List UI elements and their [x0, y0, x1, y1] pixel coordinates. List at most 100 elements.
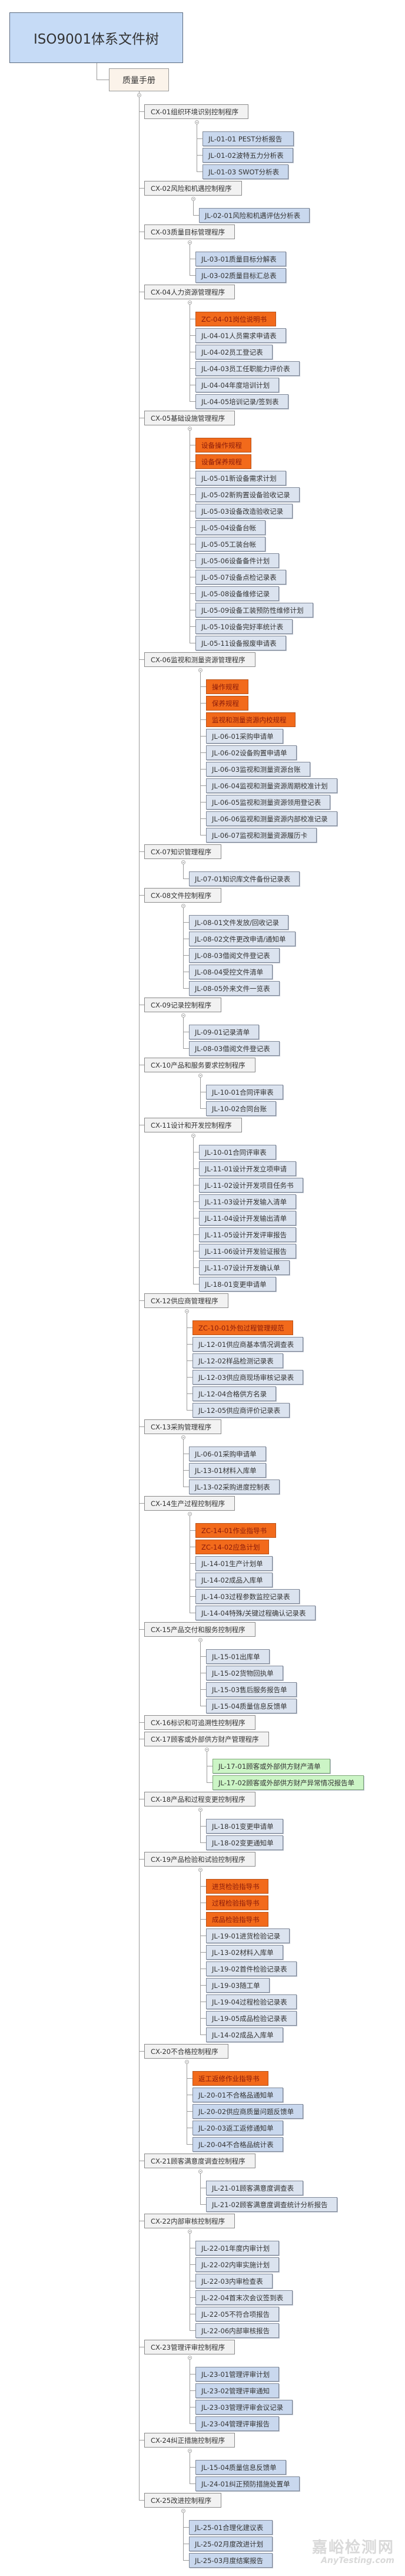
record-node[interactable]: JL-05-10设备完好率统计表: [195, 619, 293, 634]
record-node[interactable]: JL-22-01年度内审计划: [195, 2241, 279, 2255]
record-node[interactable]: JL-05-02新购置设备验收记录: [195, 487, 300, 502]
record-node[interactable]: JL-14-04特殊/关键过程确认记录表: [195, 1606, 316, 1620]
record-node[interactable]: JL-14-01生产计划单: [195, 1556, 273, 1571]
collapse-toggle-icon[interactable]: [188, 427, 192, 431]
record-node[interactable]: JL-10-01合同评审表: [199, 1145, 276, 1160]
record-node[interactable]: JL-13-01材料入库单: [189, 1463, 266, 1478]
record-node[interactable]: JL-04-03员工任职能力评价表: [195, 361, 300, 376]
record-node[interactable]: JL-12-05供应商评价记录表: [192, 1403, 290, 1418]
standard-doc-node[interactable]: 成品检验指导书: [206, 1912, 268, 1927]
collapse-toggle-icon[interactable]: [188, 300, 192, 305]
record-node[interactable]: JL-22-04首末次会议签到表: [195, 2290, 293, 2305]
procedure-node[interactable]: CX-12供应商管理程序: [144, 1293, 228, 1308]
root-node[interactable]: ISO9001体系文件树: [9, 12, 183, 63]
collapse-toggle-icon[interactable]: [198, 2169, 203, 2174]
record-node[interactable]: JL-20-01不合格品通知单: [192, 2088, 283, 2102]
procedure-node[interactable]: CX-05基础设施管理程序: [144, 411, 235, 425]
record-node[interactable]: JL-11-06设计开发验证报告: [199, 1244, 296, 1259]
record-node[interactable]: JL-05-11设备报废申请表: [195, 636, 286, 650]
record-node[interactable]: JL-22-02内审实施计划: [195, 2257, 279, 2272]
record-node[interactable]: JL-04-05培训记录/签到表: [195, 394, 288, 409]
record-node[interactable]: JL-06-07监视和测量资源履历卡: [206, 828, 317, 843]
record-node[interactable]: JL-25-02月度改进计划: [189, 2537, 273, 2551]
standard-doc-node[interactable]: 保养规程: [206, 696, 248, 711]
record-node[interactable]: JL-05-01新设备需求计划: [195, 471, 286, 486]
record-node[interactable]: JL-11-02设计开发项目任务书: [199, 1178, 303, 1193]
collapse-toggle-icon[interactable]: [185, 1309, 189, 1313]
record-node[interactable]: JL-12-02样品检测记录表: [192, 1353, 283, 1368]
record-node[interactable]: JL-20-02供应商质量问题反馈单: [192, 2104, 303, 2119]
procedure-node[interactable]: CX-03质量目标管理程序: [144, 224, 235, 239]
record-node[interactable]: JL-04-04年度培训计划: [195, 378, 279, 392]
collapse-toggle-icon[interactable]: [188, 2230, 192, 2234]
collapse-toggle-icon[interactable]: [185, 2060, 189, 2064]
record-node[interactable]: JL-17-01顾客或外部供方财产清单: [213, 1759, 330, 1774]
record-node[interactable]: JL-22-05不符合项报告: [195, 2307, 279, 2321]
record-node[interactable]: JL-06-03监视和测量资源台账: [206, 762, 310, 777]
procedure-node[interactable]: CX-07知识管理程序: [144, 844, 221, 859]
procedure-node[interactable]: CX-13采购管理程序: [144, 1419, 221, 1434]
record-node[interactable]: JL-18-02变更通知单: [206, 1835, 283, 1850]
record-node[interactable]: JL-05-03设备改造验收记录: [195, 504, 293, 518]
standard-doc-node[interactable]: ZC-14-02应急计划: [195, 1540, 269, 1554]
collapse-toggle-icon[interactable]: [181, 860, 185, 864]
standard-doc-node[interactable]: 返工返修作业指导书: [192, 2071, 268, 2086]
record-node[interactable]: JL-17-02顾客或外部供方财产异常情况报告单: [213, 1775, 364, 1790]
record-node[interactable]: JL-11-03设计开发输入清单: [199, 1194, 296, 1209]
record-node[interactable]: JL-14-02成品入库单: [195, 1573, 273, 1587]
record-node[interactable]: JL-06-02设备购置申请单: [206, 745, 297, 760]
record-node[interactable]: JL-23-02管理评审通知: [195, 2383, 279, 2398]
procedure-node[interactable]: CX-14生产过程控制程序: [144, 1496, 235, 1511]
record-node[interactable]: JL-10-01合同评审表: [206, 1085, 283, 1099]
procedure-node[interactable]: CX-15产品交付和服务控制程序: [144, 1622, 255, 1637]
record-node[interactable]: JL-23-04管理评审报告: [195, 2416, 279, 2431]
record-node[interactable]: JL-11-05设计开发评审报告: [199, 1227, 296, 1242]
record-node[interactable]: JL-20-04不合格品统计表: [192, 2137, 283, 2152]
procedure-node[interactable]: CX-25改进控制程序: [144, 2493, 221, 2508]
record-node[interactable]: JL-09-01记录清单: [189, 1025, 259, 1039]
record-node[interactable]: JL-22-03内审检查表: [195, 2274, 273, 2288]
collapse-toggle-icon[interactable]: [198, 1638, 203, 1642]
record-node[interactable]: JL-01-01 PEST分析报告: [203, 131, 294, 146]
standard-doc-node[interactable]: 过程检验指导书: [206, 1895, 268, 1910]
record-node[interactable]: JL-23-03管理评审会议记录: [195, 2400, 293, 2415]
procedure-node[interactable]: CX-02风险和机遇控制程序: [144, 181, 242, 196]
procedure-node[interactable]: CX-08文件控制程序: [144, 888, 221, 903]
record-node[interactable]: JL-14-03过程参数监控记录表: [195, 1589, 300, 1604]
record-node[interactable]: JL-05-07设备点检记录表: [195, 570, 286, 584]
record-node[interactable]: JL-13-02材料入库单: [206, 1945, 283, 1960]
record-node[interactable]: JL-01-02波特五力分析表: [203, 148, 293, 163]
record-node[interactable]: JL-12-01供应商基本情况调查表: [192, 1337, 303, 1352]
procedure-node[interactable]: CX-17顾客或外部供方财产管理程序: [144, 1732, 269, 1746]
collapse-toggle-icon[interactable]: [181, 1013, 185, 1018]
collapse-toggle-icon[interactable]: [198, 1868, 203, 1872]
procedure-node[interactable]: CX-24纠正措施控制程序: [144, 2433, 235, 2448]
quality-manual-node[interactable]: 质量手册: [109, 68, 169, 91]
record-node[interactable]: JL-24-01纠正预防措施处置单: [195, 2476, 300, 2491]
record-node[interactable]: JL-05-05工装台帐: [195, 537, 265, 551]
standard-doc-node[interactable]: 设备操作规程: [195, 438, 251, 453]
procedure-node[interactable]: CX-23管理评审控制程序: [144, 2340, 235, 2354]
record-node[interactable]: JL-08-03借阅文件登记表: [189, 1041, 280, 1056]
record-node[interactable]: JL-08-04受控文件清单: [189, 965, 273, 979]
record-node[interactable]: JL-11-07设计开发确认单: [199, 1260, 290, 1275]
collapse-toggle-icon[interactable]: [198, 668, 203, 672]
record-node[interactable]: JL-12-03供应商现场审核记录表: [192, 1370, 303, 1385]
record-node[interactable]: JL-25-01合理化建议表: [189, 2520, 273, 2535]
record-node[interactable]: JL-06-05监视和测量资源领用登记表: [206, 795, 330, 810]
record-node[interactable]: JL-04-02员工登记表: [195, 345, 273, 359]
record-node[interactable]: JL-21-01顾客满意度调查表: [206, 2181, 303, 2195]
collapse-toggle-icon[interactable]: [188, 240, 192, 245]
collapse-toggle-icon[interactable]: [198, 1808, 203, 1812]
record-node[interactable]: JL-10-02合同台账: [206, 1101, 276, 1116]
record-node[interactable]: JL-05-06设备备件计划: [195, 553, 279, 568]
record-node[interactable]: JL-15-04质量信息反馈单: [206, 1699, 297, 1713]
collapse-toggle-icon[interactable]: [191, 1134, 195, 1138]
procedure-node[interactable]: CX-21顾客满意度调查控制程序: [144, 2154, 255, 2168]
record-node[interactable]: JL-05-04设备台帐: [195, 520, 265, 535]
record-node[interactable]: JL-18-01变更申请单: [199, 1277, 276, 1292]
procedure-node[interactable]: CX-22内部审核控制程序: [144, 2214, 235, 2228]
record-node[interactable]: JL-07-01知识库文件备份记录表: [189, 871, 300, 886]
record-node[interactable]: JL-15-01出库单: [206, 1649, 270, 1664]
record-node[interactable]: JL-15-04质量信息反馈单: [195, 2460, 286, 2475]
